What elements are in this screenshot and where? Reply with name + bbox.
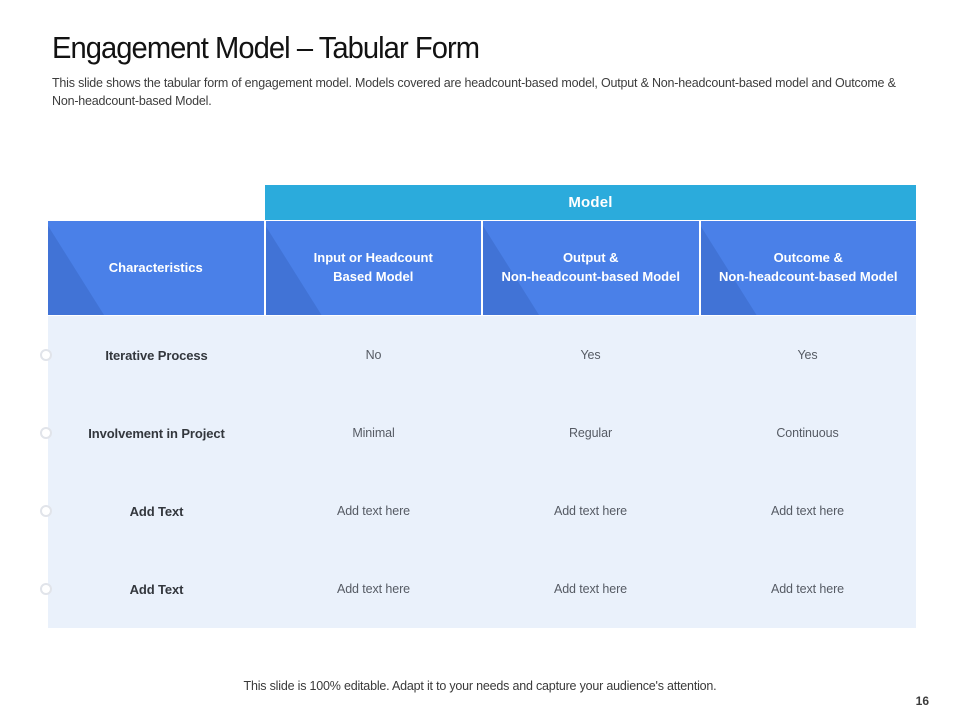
bullet-circle-icon xyxy=(40,583,52,595)
add-text-here-placeholder[interactable]: Add text here xyxy=(770,504,845,518)
fold-shadow-icon xyxy=(48,225,105,315)
table-cell: Minimal xyxy=(352,426,395,440)
table-row: Add Text Add text here Add text here Add… xyxy=(40,550,916,628)
page-number: 16 xyxy=(915,694,929,708)
bullet-circle-icon xyxy=(40,505,52,517)
footer-note: This slide is 100% editable. Adapt it to… xyxy=(243,679,717,693)
characteristic-label: Involvement in Project xyxy=(88,425,225,441)
add-text-placeholder[interactable]: Add Text xyxy=(129,581,184,597)
table-header-row: Characteristics Input or Headcount Based… xyxy=(48,221,916,315)
table-row: Add Text Add text here Add text here Add… xyxy=(40,472,916,550)
column-header-input-headcount: Input or Headcount Based Model xyxy=(265,221,481,315)
table-group-header-label: Model xyxy=(568,194,613,211)
table-cell: No xyxy=(365,348,382,362)
column-header-output-nonheadcount: Output & Non-headcount-based Model xyxy=(483,221,699,315)
add-text-here-placeholder[interactable]: Add text here xyxy=(336,582,411,596)
slide-subtitle: This slide shows the tabular form of eng… xyxy=(52,76,896,109)
engagement-model-table: Model Characteristics Input or Headcount… xyxy=(40,185,916,628)
table-body: Iterative Process No Yes Yes Involvement… xyxy=(40,316,916,628)
table-group-header: Model xyxy=(265,185,916,220)
column-header-characteristics: Characteristics xyxy=(48,221,264,315)
bullet-circle-icon xyxy=(40,427,52,439)
table-cell: Yes xyxy=(580,348,601,362)
add-text-here-placeholder[interactable]: Add text here xyxy=(336,504,411,518)
table-cell: Continuous xyxy=(776,426,839,440)
add-text-placeholder[interactable]: Add Text xyxy=(129,503,184,519)
table-cell: Regular xyxy=(568,426,613,440)
bullet-circle-icon xyxy=(40,349,52,361)
table-row: Involvement in Project Minimal Regular C… xyxy=(40,394,916,472)
page-title: Engagement Model – Tabular Form xyxy=(52,30,480,65)
table-row: Iterative Process No Yes Yes xyxy=(40,316,916,394)
characteristic-label: Iterative Process xyxy=(105,347,208,363)
column-header-outcome-nonheadcount: Outcome & Non-headcount-based Model xyxy=(700,221,916,315)
add-text-here-placeholder[interactable]: Add text here xyxy=(553,504,628,518)
add-text-here-placeholder[interactable]: Add text here xyxy=(770,582,845,596)
table-cell: Yes xyxy=(797,348,818,362)
add-text-here-placeholder[interactable]: Add text here xyxy=(553,582,628,596)
